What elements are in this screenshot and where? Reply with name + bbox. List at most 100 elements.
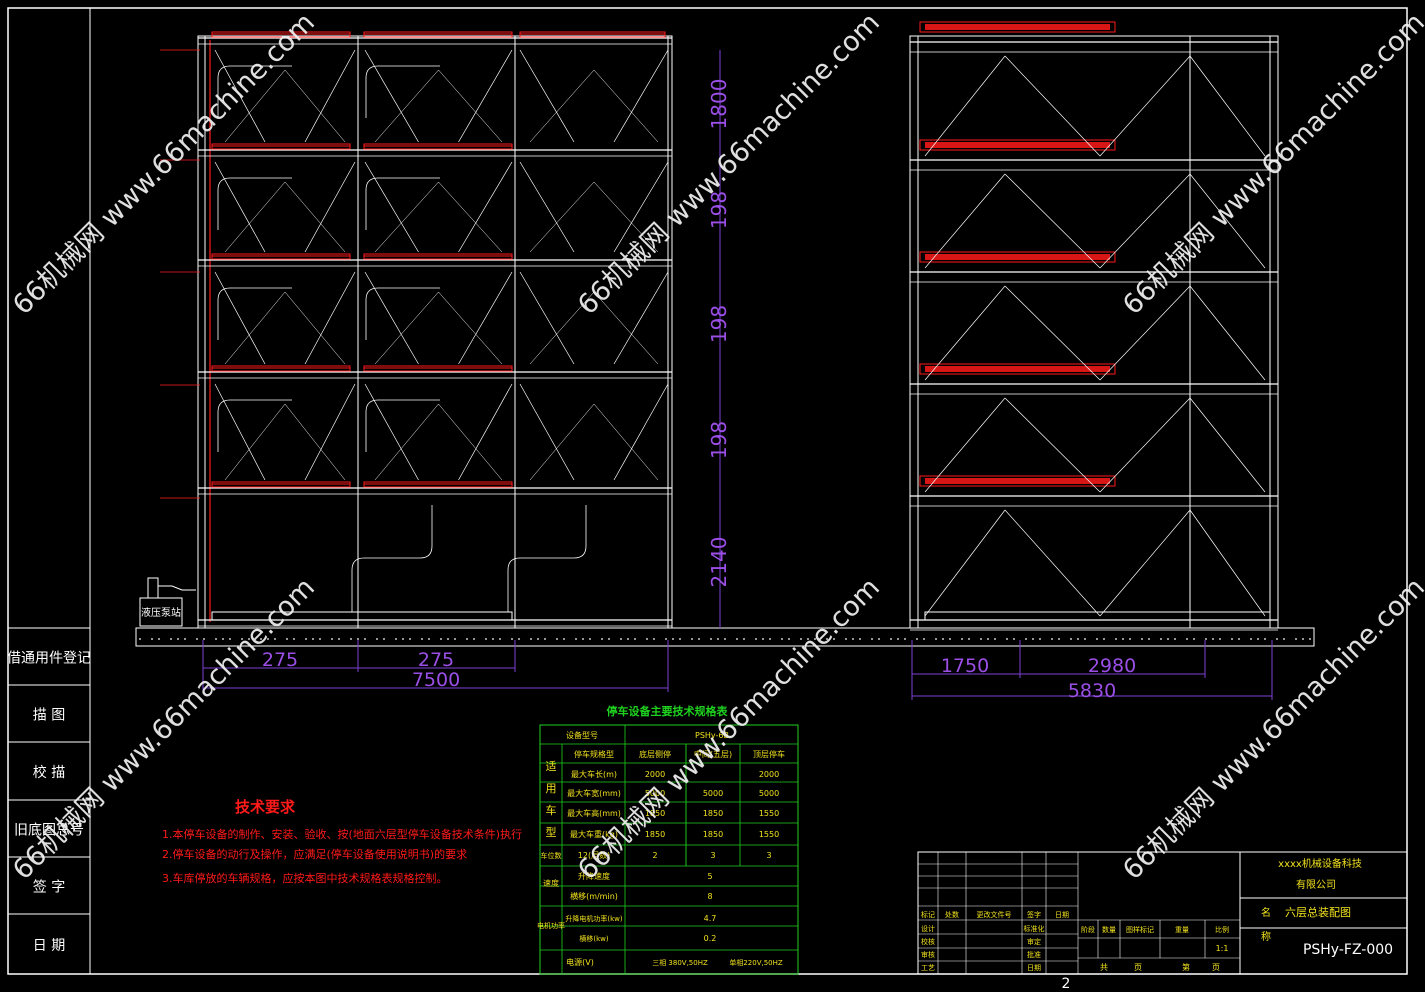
ground-hatch xyxy=(1231,638,1233,640)
tb-name-label: 称 xyxy=(1261,930,1271,943)
ground-hatch xyxy=(1160,638,1162,640)
spec-cell: 最大车宽(mm) xyxy=(567,788,621,798)
ground-hatch xyxy=(241,638,243,640)
dim-front-h-1: 275 xyxy=(262,649,298,671)
side-brace xyxy=(924,55,1006,157)
ground-hatch xyxy=(890,638,892,640)
ground-hatch xyxy=(260,638,262,640)
spec-cell: 1850 xyxy=(703,809,723,818)
ground-hatch xyxy=(743,638,745,640)
strip-label: 校 描 xyxy=(33,764,65,781)
front-cable xyxy=(217,287,292,340)
ground-hatch xyxy=(466,638,468,640)
spec-group-char: 车 xyxy=(546,803,557,817)
ground-hatch xyxy=(215,638,217,640)
ground-hatch xyxy=(177,638,179,640)
tb-rev-col: 日期 xyxy=(1055,911,1069,919)
front-brace xyxy=(364,49,419,143)
ground-hatch xyxy=(923,638,925,640)
dim-side-h-1: 1750 xyxy=(941,655,989,677)
front-brace xyxy=(529,291,595,365)
spec-cell: 3 xyxy=(766,851,771,860)
spec-cell: 升降速度 xyxy=(578,871,610,881)
spec-cell: 车位数 xyxy=(541,851,562,860)
ground-hatch xyxy=(826,638,828,640)
ground-hatch xyxy=(485,638,487,640)
ground-hatch xyxy=(1295,638,1297,640)
ground-hatch xyxy=(852,638,854,640)
watermark-text: 66机械网 www.66machine.com xyxy=(572,7,886,321)
ground-hatch xyxy=(781,638,783,640)
tb-left-row: 校核 xyxy=(921,937,935,946)
ground-hatch xyxy=(440,638,442,640)
title-block: xxxx机械设备科技有限公司名称六层总装配图PSHy-FZ-000标记处数更改文… xyxy=(917,851,1408,975)
ground-hatch xyxy=(151,638,153,640)
ground-hatch xyxy=(530,638,532,640)
ground-hatch xyxy=(1084,638,1086,640)
front-cable xyxy=(507,505,587,612)
ground-hatch xyxy=(1129,638,1131,640)
ground-hatch xyxy=(1186,638,1188,640)
front-brace xyxy=(304,271,356,365)
ground-hatch xyxy=(1013,638,1015,640)
tech-req-title: 技术要求 xyxy=(235,798,296,816)
ground-hatch xyxy=(653,638,655,640)
ground-hatch xyxy=(454,638,456,640)
dim-front-v-2: 198 xyxy=(707,191,731,229)
side-outline xyxy=(909,35,1279,629)
front-brace xyxy=(519,271,575,365)
strip-label: 借通用件登记 xyxy=(7,651,91,667)
side-pallet xyxy=(919,139,1116,151)
dim-front-v-3: 198 xyxy=(707,305,731,343)
ground-hatch xyxy=(788,638,790,640)
side-brace xyxy=(1099,285,1191,381)
side-brace xyxy=(1189,509,1266,617)
strip-label: 签 字 xyxy=(33,879,65,896)
side-brace xyxy=(1099,173,1191,269)
ground-hatch xyxy=(357,638,359,640)
spec-cell: 4.7 xyxy=(704,914,717,923)
ground-hatch xyxy=(395,638,397,640)
tb-stage-col: 重量 xyxy=(1175,926,1189,934)
ground-hatch xyxy=(518,638,520,640)
front-brace xyxy=(593,291,659,365)
tb-scale: 1:1 xyxy=(1216,944,1229,953)
ground-hatch xyxy=(203,638,205,640)
spec-cell: 1550 xyxy=(759,830,779,839)
ground-hatch xyxy=(961,638,963,640)
ground-hatch xyxy=(1212,638,1214,640)
front-brace xyxy=(284,403,346,481)
front-brace xyxy=(529,69,595,143)
ground-hatch xyxy=(305,638,307,640)
strip-label: 日 期 xyxy=(33,938,65,954)
front-cable xyxy=(217,399,292,452)
front-brace xyxy=(284,69,346,143)
technical-requirements: 技术要求 1.本停车设备的制作、安装、验收、按(地面六层型停车设备技术条件)执行… xyxy=(162,798,522,885)
spec-cell: 8 xyxy=(707,892,712,901)
spec-cell: 速度 xyxy=(543,878,559,888)
ground-hatch xyxy=(1032,638,1034,640)
spec-cell: 2 xyxy=(652,851,657,860)
side-brace xyxy=(924,397,1006,493)
front-brace xyxy=(224,69,286,143)
front-brace xyxy=(224,181,286,253)
ground-hatch xyxy=(620,638,622,640)
ground-hatch xyxy=(736,638,738,640)
front-brace xyxy=(214,49,266,143)
spec-cell: 5 xyxy=(707,872,712,881)
ground-hatch xyxy=(646,638,648,640)
dim-side-h-2: 2980 xyxy=(1088,655,1136,677)
side-brace xyxy=(1004,55,1101,157)
front-brace xyxy=(519,49,575,143)
tb-stage-col: 数量 xyxy=(1102,925,1116,934)
side-brace xyxy=(924,509,1006,617)
ground-hatch xyxy=(222,638,224,640)
ground-hatch xyxy=(402,638,404,640)
spec-table-title: 停车设备主要技术规格表 xyxy=(607,704,729,718)
ground-hatch xyxy=(634,638,636,640)
spec-cell: 单相220V,50HZ xyxy=(729,958,783,967)
tech-req-item-3: 3.车库停放的车辆规格，应按本图中技术规格表规格控制。 xyxy=(162,871,448,885)
spec-header-label: 设备型号 xyxy=(566,730,598,740)
